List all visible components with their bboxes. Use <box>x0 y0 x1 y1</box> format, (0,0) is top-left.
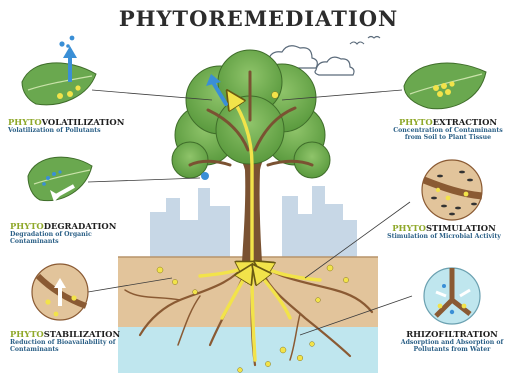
process-description: Reduction of Bioavailability of Contamin… <box>10 340 128 354</box>
prefix: PHYTO <box>399 117 433 127</box>
process-description: Concentration of Contaminants from Soil … <box>384 128 512 142</box>
process-name: RHIZOFILTRATION <box>406 329 498 339</box>
label-rhizofiltration: RHIZOFILTRATION Adsorption and Absorptio… <box>392 330 512 354</box>
leaf-degradation-icon <box>28 157 92 202</box>
water-rhizofiltration-icon <box>424 268 480 324</box>
prefix: PHYTO <box>8 117 42 127</box>
root-stabilization-icon <box>32 264 88 320</box>
birds <box>350 37 380 45</box>
process-name: STABILIZATION <box>44 329 120 339</box>
label-phytostimulation: PHYTOSTIMULATION Stimulation of Microbia… <box>376 224 512 241</box>
label-phytostabilization: PHYTOSTABILIZATION Reduction of Bioavail… <box>10 330 128 354</box>
microbe-stimulation-icon <box>422 160 482 220</box>
water-layer <box>118 327 378 373</box>
prefix: PHYTO <box>10 221 44 231</box>
prefix: PHYTO <box>10 329 44 339</box>
label-phytovolatilization: PHYTOVOLATILIZATION Volatilization of Po… <box>8 118 138 135</box>
prefix: PHYTO <box>392 223 426 233</box>
process-description: Adsorption and Absorption of Pollutants … <box>392 340 512 354</box>
leaf-volatilization-icon <box>22 36 96 105</box>
label-phytodegradation: PHYTODEGRADATION Degradation of Organic … <box>10 222 110 246</box>
process-description: Volatilization of Pollutants <box>8 128 138 135</box>
leaf-extraction-icon <box>404 63 486 109</box>
process-description: Stimulation of Microbial Activity <box>376 234 512 241</box>
process-name: STIMULATION <box>426 223 496 233</box>
process-name: EXTRACTION <box>433 117 497 127</box>
process-name: DEGRADATION <box>44 221 117 231</box>
label-phytoextraction: PHYTOEXTRACTION Concentration of Contami… <box>384 118 512 142</box>
process-description: Degradation of Organic Contaminants <box>10 232 110 246</box>
process-name: VOLATILIZATION <box>42 117 125 127</box>
